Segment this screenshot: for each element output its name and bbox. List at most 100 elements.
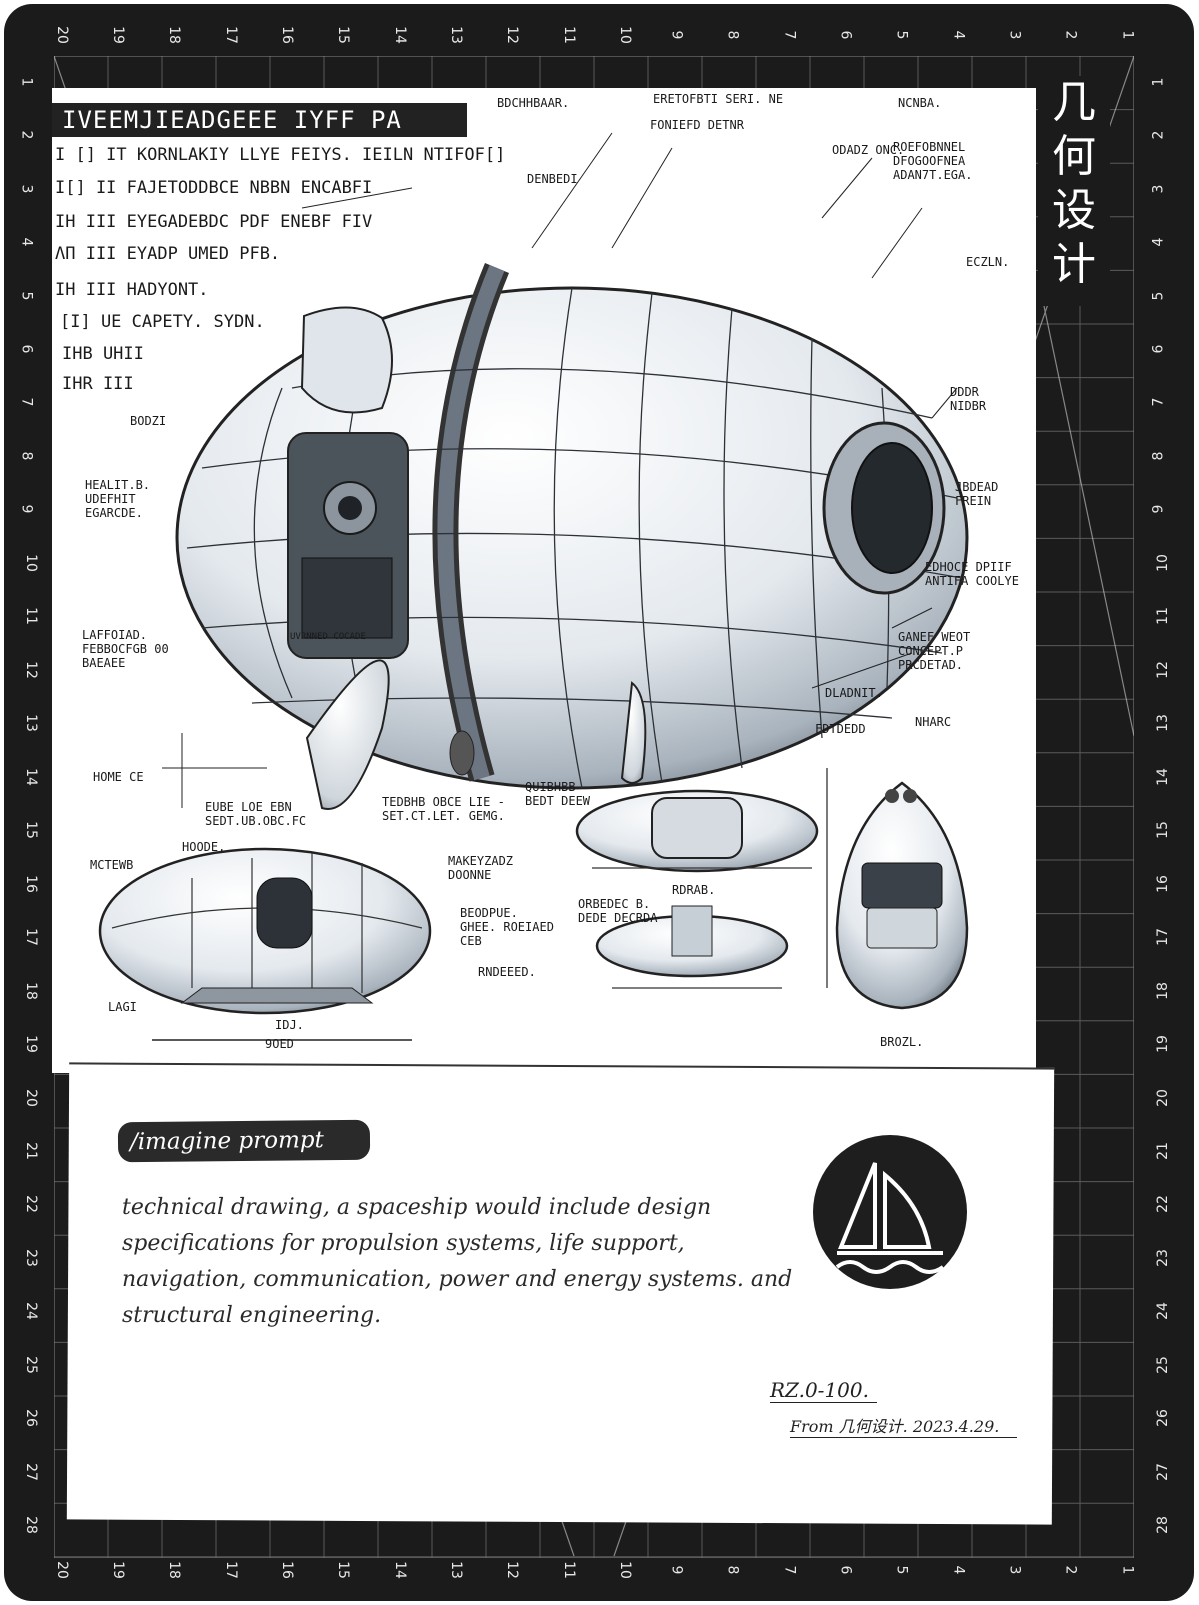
ruler-number: 25 xyxy=(1154,1355,1171,1374)
ruler-number: 13 xyxy=(447,26,464,44)
ruler-number: 19 xyxy=(110,1561,127,1579)
ruler-number: 15 xyxy=(1154,821,1171,840)
ruler-number: 5 xyxy=(1150,291,1167,301)
ruler-number: 16 xyxy=(278,1561,295,1579)
spec-line: IH III EYEGADEBDC PDF ENEBF FIV xyxy=(55,212,373,232)
ruler-number: 7 xyxy=(18,398,35,407)
ruler-number: 18 xyxy=(22,981,39,1000)
top-view-drawing xyxy=(826,768,969,1010)
ruler-number: 15 xyxy=(335,1561,352,1579)
ruler-number: 1 xyxy=(1150,77,1167,87)
annotation: NHARC xyxy=(915,715,952,729)
ruler-number: 17 xyxy=(222,1561,239,1579)
spec-line: IHR III xyxy=(62,374,134,394)
annotation: EDHOCE DPIIF ANTIFA COOLYE xyxy=(925,560,1019,588)
annotation: GANEF WEOT CONCEPT.P PRCDETAD. xyxy=(898,630,971,672)
ruler-number: 23 xyxy=(22,1249,39,1267)
annotation: ROEFOBNNEL DFOGOOFNEA ADAN7T.EGA. xyxy=(893,140,973,182)
ruler-number: 19 xyxy=(110,26,127,44)
annotation: RNDEEED. xyxy=(478,965,536,979)
ruler-number: 11 xyxy=(560,26,577,44)
ruler-number: 4 xyxy=(950,30,967,40)
ruler-number: 18 xyxy=(166,26,183,44)
spec-line: IHB UHII xyxy=(62,344,144,364)
ruler-number: 7 xyxy=(781,30,798,40)
ruler-number: 11 xyxy=(560,1561,577,1579)
ruler-number: 12 xyxy=(504,1561,521,1579)
badge-char: 何 xyxy=(1052,131,1096,182)
ruler-number: 19 xyxy=(22,1035,39,1053)
spec-line: I [] IT KORNLAKIY LLYE FEIYS. IEILN NTIF… xyxy=(55,145,506,165)
ruler-number: 18 xyxy=(1154,981,1171,1000)
ruler-number: 2 xyxy=(1062,1565,1079,1575)
spaceship-drawing xyxy=(98,132,969,1041)
annotation: EUBE LOE EBN SEDT.UB.OBC.FC xyxy=(205,800,307,828)
ruler-number: 7 xyxy=(781,1565,798,1575)
ruler-number: 28 xyxy=(22,1516,39,1535)
ruler-number: 16 xyxy=(1154,874,1171,893)
annotation: ECZLN. xyxy=(966,255,1010,269)
ruler-number: 14 xyxy=(391,26,408,44)
front-view-drawing xyxy=(575,789,819,989)
annotation: QUIBHBB BEDT DEEW xyxy=(525,780,591,808)
ruler-number: 9 xyxy=(668,30,685,40)
ruler-number: 14 xyxy=(1154,767,1171,786)
ruler-number: 2 xyxy=(1062,30,1079,40)
sailboat-logo-icon xyxy=(813,1135,967,1289)
ruler-number: 5 xyxy=(893,30,910,40)
annotation: FONIEFD DETNR xyxy=(650,118,744,132)
ruler-number: 5 xyxy=(893,1565,910,1575)
ruler-number: 13 xyxy=(447,1561,464,1579)
ruler-number: 11 xyxy=(1154,607,1171,626)
ruler-number: 23 xyxy=(1154,1249,1171,1267)
sheet-title: IVEEMJIEADGEEE IYFF PA xyxy=(52,103,467,137)
ruler-number: 27 xyxy=(22,1462,39,1481)
side-view-drawing xyxy=(98,847,432,1041)
ruler-number: 14 xyxy=(391,1561,408,1579)
leader-lines xyxy=(162,132,958,808)
annotation: IDJ. xyxy=(275,1018,304,1032)
annotation: DENBEDI xyxy=(527,172,578,186)
ruler-number: 8 xyxy=(724,1565,741,1575)
badge-char: 设 xyxy=(1052,185,1096,236)
annotation: 9OED xyxy=(265,1037,294,1051)
ruler-number: 24 xyxy=(1154,1302,1171,1321)
badge-char: 计 xyxy=(1052,239,1096,290)
annotation: LAGI xyxy=(108,1000,137,1014)
ruler-number: 9 xyxy=(1150,504,1167,514)
annotation: ERETOFBTI SERI. NE xyxy=(653,92,784,106)
annotation: MCTEWB xyxy=(90,858,134,872)
ruler-number: 8 xyxy=(1150,451,1167,461)
annotation: BROZL. xyxy=(880,1035,924,1049)
ruler-number: 11 xyxy=(22,607,39,626)
annotation: BODZI xyxy=(130,414,167,428)
ruler-number: 18 xyxy=(166,1561,183,1579)
ruler-number: 27 xyxy=(1154,1462,1171,1481)
ruler-number: 20 xyxy=(22,1088,39,1107)
annotation: BEODPUE. GHEE. ROEIAED CEB xyxy=(460,906,554,948)
ruler-number: 24 xyxy=(22,1302,39,1321)
ruler-number: 8 xyxy=(724,30,741,40)
ruler-number: 1 xyxy=(18,77,35,87)
ruler-number: 12 xyxy=(22,660,39,679)
annotation: LAFFOIAD. FEBBOCFGB 00 BAEAEE xyxy=(82,628,169,670)
ruler-number: 1 xyxy=(1119,30,1136,40)
main-hull xyxy=(175,263,969,810)
ruler-number: 14 xyxy=(22,767,39,786)
ruler-number: 16 xyxy=(278,26,295,44)
brand-badge: 几 何 设 计 xyxy=(1038,76,1110,306)
ruler-number: 5 xyxy=(18,291,35,301)
ruler-number: 6 xyxy=(837,1565,854,1575)
annotation: JBDEAD FREIN xyxy=(955,480,999,508)
ruler-number: 21 xyxy=(22,1142,39,1160)
annotation: DDDR NIDBR xyxy=(950,385,987,413)
ruler-number: 17 xyxy=(1154,928,1171,947)
annotation: ORBEDEC B. DEDE DECRDA xyxy=(578,897,658,925)
ruler-number: 6 xyxy=(18,344,35,354)
signature-credit: From 几何设计. 2023.4.29. xyxy=(790,1413,1018,1438)
ruler-number: 8 xyxy=(18,451,35,461)
annotation: TEDBHB OBCE LIE - SET.CT.LET. GEMG. xyxy=(382,795,505,823)
ruler-number: 2 xyxy=(1150,130,1167,140)
